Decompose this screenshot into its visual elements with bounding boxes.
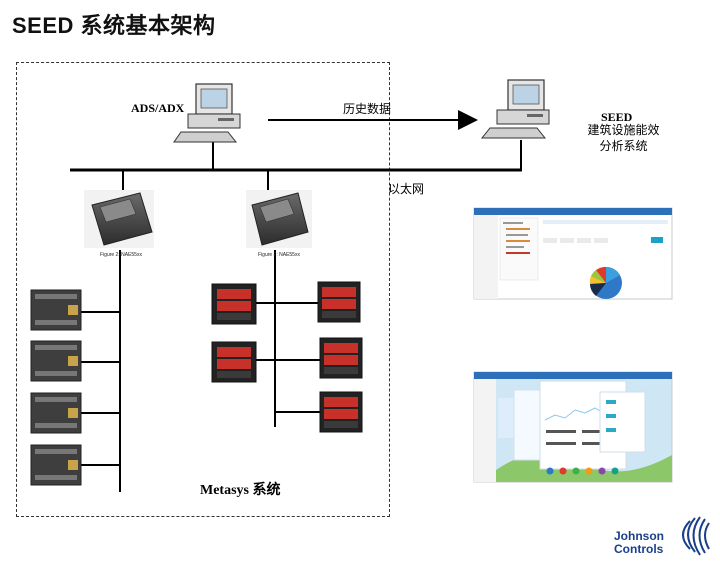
page-title: SEED 系统基本架构 [12, 13, 216, 38]
controller-caption-2: Figure 2: NAE55xx [258, 252, 300, 258]
seed-desc-line-2: 分析系统 [599, 139, 648, 153]
ethernet-label: 以太网 [388, 182, 425, 196]
power-meter-5-icon [275, 391, 363, 433]
field-controller-4-icon [30, 444, 120, 486]
seed-screenshot-1 [473, 207, 673, 300]
field-controller-1-icon [30, 289, 120, 331]
field-controller-2-icon [30, 340, 120, 382]
ads-adx-label: ADS/ADX [131, 101, 185, 115]
history-data-label: 历史数据 [343, 102, 392, 116]
power-meter-4-icon [275, 337, 363, 379]
johnson-controls-logo-icon [682, 516, 710, 556]
metasys-boundary [16, 62, 390, 517]
seed-computer-icon [480, 79, 550, 170]
power-meter-1-icon [211, 283, 275, 325]
power-meter-3-icon [211, 341, 275, 383]
seed-description: 建筑设施能效 分析系统 [576, 122, 671, 154]
metasys-system-label: Metasys 系统 [200, 483, 281, 498]
ads-computer-icon [173, 83, 241, 170]
field-controller-3-icon [30, 392, 120, 434]
seed-screenshot-2 [473, 371, 673, 483]
logo-line-1: Johnson [614, 529, 664, 543]
logo-line-2: Controls [614, 542, 664, 556]
seed-label: SEED [601, 110, 633, 124]
controller-caption-1: Figure 2: NAE55xx [100, 252, 142, 258]
johnson-controls-logo-text: Johnson Controls [614, 530, 664, 556]
power-meter-2-icon [275, 281, 361, 323]
nae-controller-2-icon [246, 190, 312, 248]
seed-desc-line-1: 建筑设施能效 [587, 123, 660, 137]
nae-controller-1-icon [84, 190, 154, 248]
